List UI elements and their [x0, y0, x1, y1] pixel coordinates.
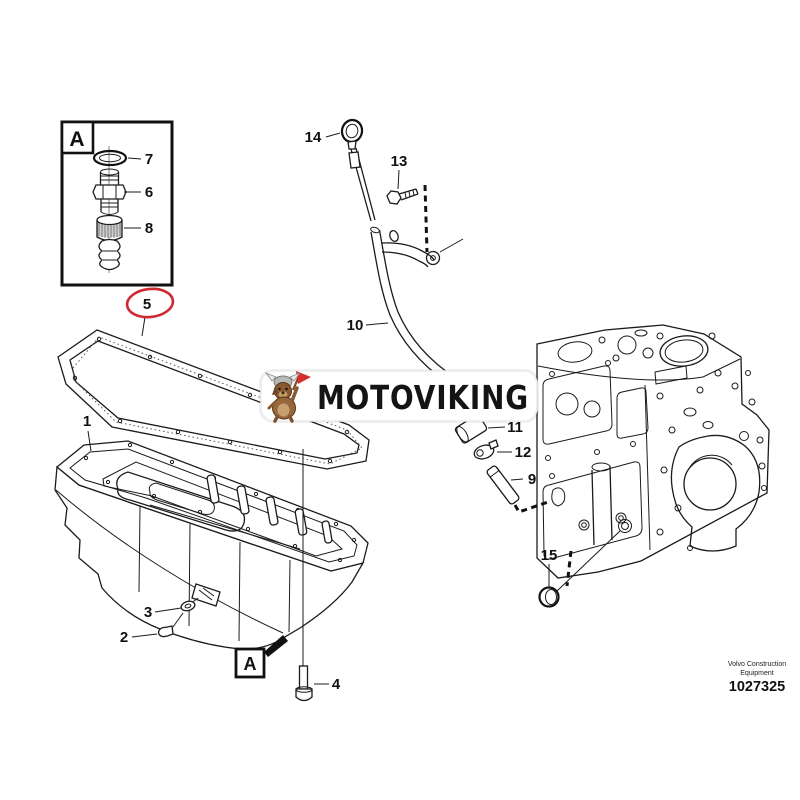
detail-box-label: A	[69, 128, 84, 151]
callout-11: 11	[507, 419, 523, 436]
callout-15: 15	[541, 547, 558, 564]
crank-bore	[670, 431, 761, 552]
leader-1	[87, 430, 92, 452]
block-front-face-holes	[654, 365, 767, 551]
pan-suction-hump	[116, 471, 246, 532]
leader-5	[141, 316, 146, 337]
leader-9	[510, 478, 524, 481]
callout-3: 3	[144, 604, 152, 621]
leader-11	[487, 426, 506, 429]
pan-interior-wall	[102, 461, 344, 557]
pan-baffles	[206, 474, 333, 544]
hose-fitting-part-8	[96, 214, 123, 271]
cup-plug	[538, 586, 560, 608]
callout-9: 9	[528, 471, 536, 488]
detail-box-label-frame	[60, 120, 95, 155]
bolt-part-4	[295, 449, 313, 702]
washer-part-3	[180, 600, 196, 612]
callout-2: 2	[120, 629, 128, 646]
ref-box-wedge	[264, 635, 288, 657]
detail-view-box: A 7 6	[60, 120, 174, 287]
leader-2	[131, 633, 158, 638]
cup-plug-hole	[618, 519, 632, 533]
callout-5: 5	[143, 296, 151, 313]
pan-rim-outer	[55, 440, 369, 572]
bracket-pointer-line	[439, 238, 464, 253]
callout-1: 1	[83, 413, 91, 430]
cup-plug-part-15: 15	[538, 530, 621, 608]
dipstick-tube	[370, 231, 453, 387]
footer-branding: Volvo Construction Equipment 1027325	[728, 661, 786, 695]
pan-wall-seams	[55, 489, 291, 642]
nipple-part-6	[92, 168, 127, 215]
drain-plug-part-2	[157, 625, 174, 638]
highlight-circle	[125, 287, 175, 319]
leader-10	[365, 322, 389, 326]
ref-box-label: A	[244, 654, 257, 674]
return-port-hole	[551, 487, 566, 507]
bolt-part-13	[386, 188, 419, 205]
gasket-part-5: 5	[57, 287, 370, 470]
callout-13: 13	[391, 153, 408, 170]
watermark-plate	[260, 370, 538, 422]
callout-4: 4	[332, 676, 341, 693]
block-side-face	[542, 360, 649, 560]
tube-9-dashed-path	[513, 499, 552, 514]
plug-15-dashed-path	[565, 550, 573, 587]
pan-rim-inner	[69, 448, 358, 563]
leader-7	[127, 157, 142, 160]
engine-block	[536, 324, 770, 579]
bolt-13-dashed-path	[423, 184, 429, 253]
footer-line1: Volvo Construction	[728, 661, 786, 668]
oil-pan-part-1: 3 2 1 A 4	[54, 413, 369, 702]
dipstick-assembly: 13 14 10	[305, 118, 464, 387]
bracket-eyelet	[425, 250, 441, 266]
drain-hose-assembly: 11 12 9	[454, 414, 552, 514]
callout-14: 14	[305, 129, 322, 146]
callout-10: 10	[347, 317, 364, 334]
callout-7: 7	[145, 151, 153, 168]
callout-6: 6	[145, 184, 153, 201]
ref-box-frame	[234, 647, 266, 679]
footer-part-number: 1027325	[729, 679, 785, 695]
leader-3	[154, 607, 182, 613]
leader-13	[397, 169, 400, 190]
watermark-logo: MOTOVIKING	[259, 369, 539, 423]
watermark-text: MOTOVIKING	[317, 378, 529, 417]
leader-14	[325, 132, 341, 138]
o-ring-part-7	[92, 149, 128, 167]
block-outline	[536, 324, 770, 579]
tube-part-9	[486, 465, 520, 505]
footer-line2: Equipment	[740, 670, 774, 677]
viking-dog-icon	[264, 371, 311, 423]
callout-12: 12	[515, 444, 532, 461]
callout-8: 8	[145, 220, 153, 237]
tube-bracket-boss	[389, 230, 399, 242]
clamp-part-12	[473, 439, 499, 460]
